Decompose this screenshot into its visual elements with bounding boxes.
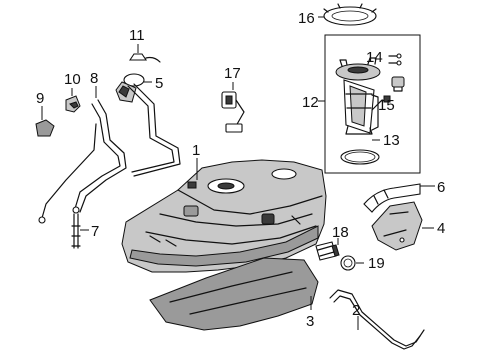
fitting-pair-part [388,53,402,66]
callout-2: 2 [352,302,360,319]
pump-module-frame [324,34,421,174]
callout-19: 19 [368,255,385,272]
filler-hose-part [363,183,421,213]
callout-13: 13 [383,132,400,149]
heat-shield-part [371,201,423,251]
seal-ring-part [340,255,356,271]
filler-cap-part [128,53,161,63]
callout-17: 17 [224,65,241,82]
callout-9: 9 [36,90,44,107]
vent-line-part [38,123,97,224]
bracket-part [65,95,81,113]
callout-12: 12 [302,94,319,111]
lock-ring-part [323,3,377,26]
callout-15: 15 [378,97,395,114]
callout-4: 4 [437,220,445,237]
callout-8: 8 [90,70,98,87]
callout-11: 11 [129,27,145,44]
o-ring-part [340,149,380,165]
vent-hose-part [71,206,81,249]
pressure-regulator-part [391,76,405,92]
callout-18: 18 [332,224,349,241]
callout-10: 10 [64,71,81,88]
filler-neck-head-part [115,73,145,103]
fuel-tank-part [121,159,327,273]
callout-16: 16 [298,10,315,27]
fuel-pump-module-part [335,57,391,135]
callout-1: 1 [192,142,200,159]
clip-part [35,119,55,137]
callout-6: 6 [437,179,445,196]
callout-7: 7 [91,223,99,240]
fuel-filter-part [315,241,340,261]
callout-3: 3 [306,313,314,330]
callout-5: 5 [155,75,163,92]
tank-strap-part [329,289,425,350]
sender-unit-part [221,91,245,133]
filler-pipe-part [73,83,181,213]
callout-14: 14 [366,49,383,66]
skid-plate-part [149,257,319,331]
